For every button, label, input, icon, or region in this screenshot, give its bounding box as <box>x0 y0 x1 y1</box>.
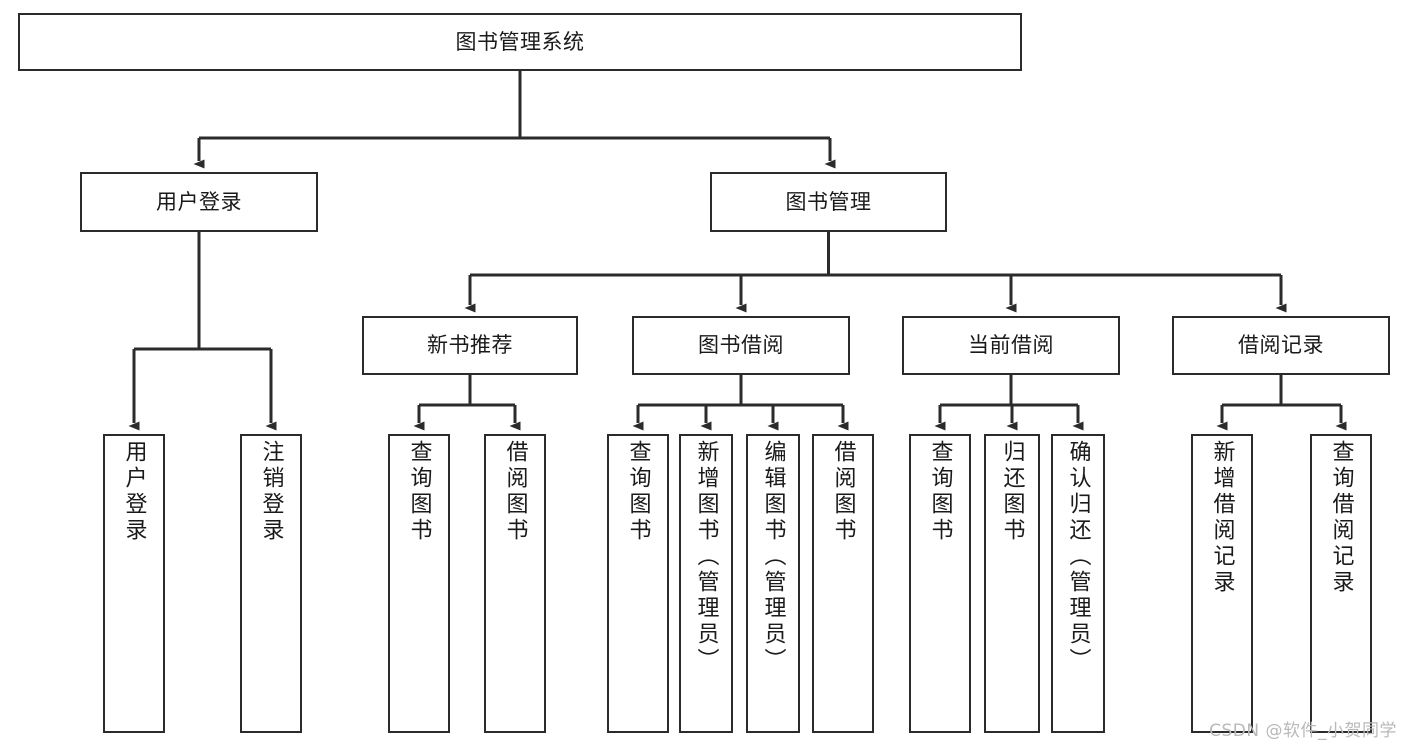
node-leaf-query-record[interactable]: 查询借阅记录 <box>1310 434 1372 733</box>
node-leaf-query-book-1-label: 查询图书 <box>406 440 432 544</box>
node-leaf-user-login[interactable]: 用户登录 <box>103 434 165 733</box>
node-leaf-confirm-return-label: 确认归还（管理员） <box>1065 440 1091 674</box>
node-book-borrow[interactable]: 图书借阅 <box>632 316 850 375</box>
node-leaf-add-book[interactable]: 新增图书（管理员） <box>679 434 733 733</box>
node-root[interactable]: 图书管理系统 <box>18 13 1022 71</box>
node-new-book-recommend[interactable]: 新书推荐 <box>362 316 578 375</box>
node-leaf-edit-book-label: 编辑图书（管理员） <box>760 440 786 674</box>
node-leaf-query-record-label: 查询借阅记录 <box>1328 440 1354 596</box>
node-leaf-edit-book[interactable]: 编辑图书（管理员） <box>746 434 800 733</box>
node-book-manage-label: 图书管理 <box>785 189 872 214</box>
node-book-manage[interactable]: 图书管理 <box>710 172 947 232</box>
node-leaf-logout[interactable]: 注销登录 <box>240 434 302 733</box>
node-leaf-return-book[interactable]: 归还图书 <box>984 434 1040 733</box>
node-user-login[interactable]: 用户登录 <box>80 172 318 232</box>
node-new-book-recommend-label: 新书推荐 <box>427 333 513 358</box>
node-leaf-return-book-label: 归还图书 <box>999 440 1025 544</box>
node-leaf-borrow-book-2[interactable]: 借阅图书 <box>812 434 874 733</box>
node-book-borrow-label: 图书借阅 <box>698 333 784 358</box>
node-leaf-add-book-label: 新增图书（管理员） <box>693 440 719 674</box>
node-leaf-borrow-book-2-label: 借阅图书 <box>830 440 856 544</box>
node-leaf-borrow-book-1-label: 借阅图书 <box>502 440 528 544</box>
node-leaf-query-book-3-label: 查询图书 <box>927 440 953 544</box>
node-user-login-label: 用户登录 <box>156 189 242 214</box>
node-borrow-record-label: 借阅记录 <box>1238 333 1324 358</box>
node-leaf-borrow-book-1[interactable]: 借阅图书 <box>484 434 546 733</box>
node-borrow-record[interactable]: 借阅记录 <box>1172 316 1390 375</box>
node-leaf-query-book-1[interactable]: 查询图书 <box>388 434 450 733</box>
node-leaf-query-book-2[interactable]: 查询图书 <box>607 434 669 733</box>
node-current-borrow-label: 当前借阅 <box>968 333 1054 358</box>
node-leaf-add-record[interactable]: 新增借阅记录 <box>1191 434 1253 733</box>
node-root-label: 图书管理系统 <box>455 29 585 54</box>
node-leaf-query-book-2-label: 查询图书 <box>625 440 651 544</box>
node-leaf-add-record-label: 新增借阅记录 <box>1209 440 1235 596</box>
node-leaf-user-login-label: 用户登录 <box>121 440 147 544</box>
node-current-borrow[interactable]: 当前借阅 <box>902 316 1120 375</box>
node-leaf-logout-label: 注销登录 <box>258 440 284 544</box>
node-leaf-query-book-3[interactable]: 查询图书 <box>909 434 971 733</box>
node-leaf-confirm-return[interactable]: 确认归还（管理员） <box>1051 434 1105 733</box>
